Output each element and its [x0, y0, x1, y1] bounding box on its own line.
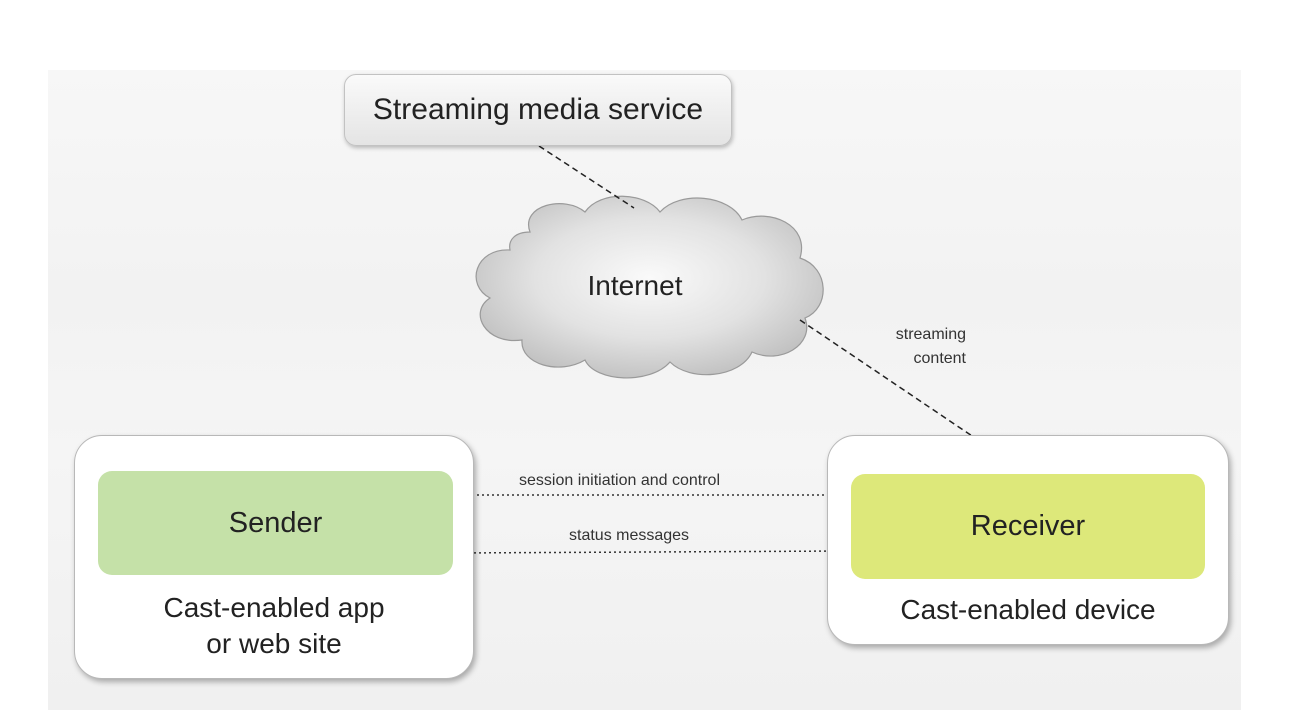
streaming-label-line2: content [913, 350, 966, 367]
streaming-content-label: streaming content [862, 323, 966, 371]
service-to-internet-line [538, 145, 635, 209]
sender-caption: Cast-enabled app or web site [74, 590, 474, 662]
internet-label: Internet [587, 270, 683, 301]
sender-caption-line1: Cast-enabled app [163, 592, 385, 623]
streaming-content-arrow [799, 319, 1028, 474]
status-messages-label: status messages [569, 527, 690, 544]
streaming-label-line1: streaming [895, 326, 966, 343]
sender-caption-line2: or web site [206, 628, 342, 659]
sender-box: Sender [98, 471, 453, 575]
receiver-box: Receiver [851, 474, 1205, 579]
streaming-media-service-box: Streaming media service [344, 74, 732, 146]
session-control-label: session initiation and control [519, 472, 721, 489]
cloud-icon [475, 195, 824, 379]
status-messages-arrow [447, 547, 852, 559]
receiver-caption: Cast-enabled device [900, 594, 1156, 625]
